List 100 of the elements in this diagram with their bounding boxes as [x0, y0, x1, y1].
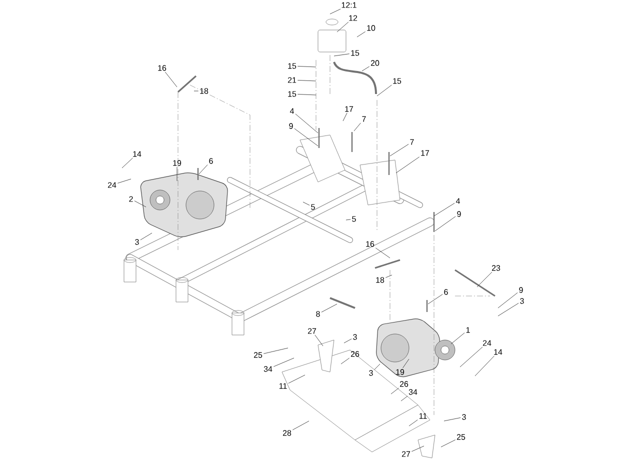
callout-number: 25 — [254, 352, 262, 358]
callout-number: 9 — [519, 287, 523, 293]
callout-number: 9 — [457, 211, 461, 217]
leader-line — [340, 358, 350, 364]
callout-number: 6 — [444, 289, 448, 295]
leader-line — [444, 417, 461, 422]
leader-line — [295, 114, 318, 134]
leader-line — [346, 219, 351, 220]
leader-line — [411, 446, 424, 452]
callout-number: 26 — [350, 351, 360, 357]
leader-line — [440, 440, 456, 448]
callout-number: 16 — [366, 241, 374, 247]
leader-line — [390, 388, 399, 394]
callout-number: 12:1 — [342, 2, 356, 8]
leader-line — [294, 128, 318, 146]
callout-number: 19 — [173, 160, 182, 166]
callout-number: 17 — [421, 150, 430, 156]
leader-line — [498, 292, 518, 308]
callout-number: 10 — [367, 25, 376, 31]
callout-number: 5 — [352, 216, 356, 222]
leader-line — [498, 302, 519, 316]
leader-line — [344, 338, 352, 344]
callout-number: 28 — [282, 430, 292, 436]
callout-number: 34 — [408, 389, 418, 395]
leader-line — [390, 144, 409, 156]
leader-line — [400, 396, 408, 402]
leader-line — [408, 420, 418, 426]
callout-number: 19 — [396, 369, 404, 375]
leader-line — [194, 90, 199, 92]
callout-number: 14 — [494, 349, 502, 355]
callout-number: 23 — [492, 265, 500, 271]
callout-number: 15 — [288, 63, 296, 69]
callout-number: 8 — [316, 311, 320, 317]
callout-number: 17 — [345, 106, 354, 112]
callout-number: 24 — [108, 182, 116, 188]
callout-number: 3 — [135, 239, 139, 245]
leader-line — [474, 356, 494, 376]
leader-line — [198, 164, 208, 174]
leader-line — [176, 166, 178, 182]
leader-line — [385, 274, 392, 278]
leader-line — [434, 216, 456, 232]
leader-line — [362, 66, 370, 72]
leader-line — [428, 294, 443, 304]
leader-line — [356, 31, 366, 38]
callout-number: 20 — [370, 60, 380, 66]
callout-number: 34 — [264, 366, 272, 372]
leader-line — [321, 304, 338, 312]
callout-number: 4 — [290, 108, 294, 114]
leader-line — [330, 8, 341, 14]
callout-number: 11 — [419, 413, 427, 419]
callout-number: 25 — [456, 434, 466, 440]
callout-number: 26 — [400, 381, 408, 387]
leader-line — [476, 272, 492, 288]
callout-number: 15 — [351, 50, 360, 56]
leader-line — [263, 348, 288, 354]
callout-number: 27 — [402, 451, 410, 457]
leader-line — [336, 22, 349, 32]
leader-line — [460, 346, 483, 368]
leader-line — [376, 84, 392, 96]
leader-line — [297, 80, 316, 82]
leader-line — [292, 420, 310, 430]
leader-line — [288, 374, 306, 384]
callout-number: 3 — [462, 414, 466, 420]
callout-number: 6 — [209, 158, 213, 164]
leader-line — [302, 202, 310, 206]
callout-number: 9 — [289, 123, 293, 129]
callout-number: 2 — [129, 196, 133, 202]
leader-line — [297, 66, 316, 68]
callout-number: 4 — [456, 198, 460, 204]
leader-line — [134, 200, 146, 208]
callout-number: 5 — [311, 204, 315, 210]
leader-line — [342, 112, 348, 122]
callout-number: 3 — [369, 370, 373, 376]
leader-line — [117, 178, 132, 184]
callout-number: 16 — [158, 65, 166, 71]
callout-number: 7 — [410, 139, 414, 145]
leader-line — [396, 156, 420, 174]
leader-line — [273, 358, 294, 367]
leader-line — [164, 72, 178, 88]
leader-line — [122, 158, 133, 168]
leader-line — [354, 122, 361, 132]
callout-number: 1 — [466, 327, 470, 333]
callout-number: 27 — [308, 328, 316, 334]
callout-number: 11 — [279, 383, 287, 389]
callout-number: 3 — [520, 298, 524, 304]
leader-line — [334, 54, 350, 56]
leader-line — [314, 334, 324, 346]
leader-line — [402, 358, 410, 368]
callout-number: 12 — [349, 15, 358, 21]
leader-line — [297, 94, 316, 96]
leader-line — [434, 202, 455, 216]
leader-line — [374, 364, 380, 370]
callout-number: 15 — [288, 91, 296, 97]
callout-number: 24 — [482, 340, 492, 346]
callout-number: 14 — [133, 151, 142, 157]
callout-number: 18 — [376, 277, 384, 283]
leader-line — [450, 332, 465, 344]
callout-number: 15 — [393, 78, 402, 84]
callout-number: 3 — [353, 334, 357, 340]
callout-number: 7 — [362, 116, 366, 122]
